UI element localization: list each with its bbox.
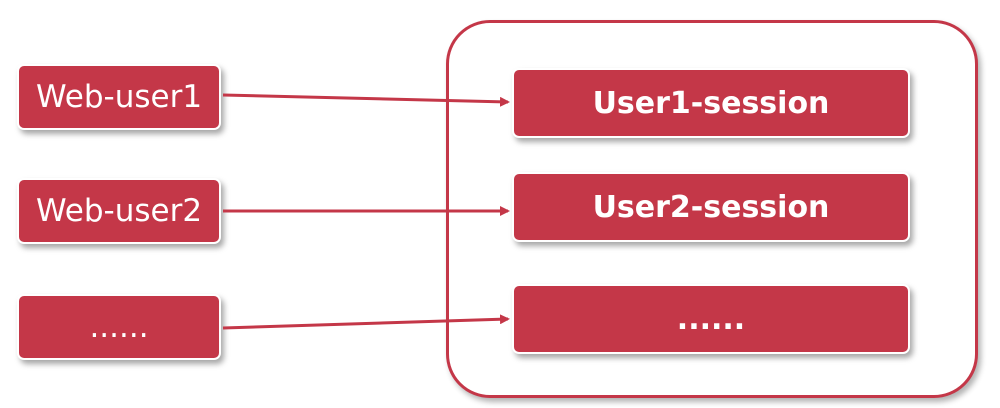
web-user-more-box: ...... bbox=[17, 294, 221, 360]
web-user2-label: Web-user2 bbox=[35, 193, 203, 229]
session-more-box: ...... bbox=[512, 284, 910, 354]
arrow-user1-to-session1 bbox=[222, 93, 510, 107]
user2-session-label: User2-session bbox=[592, 189, 830, 225]
web-user1-box: Web-user1 bbox=[17, 64, 221, 130]
session-more-label: ...... bbox=[676, 301, 746, 337]
user2-session-box: User2-session bbox=[512, 172, 910, 242]
user1-session-label: User1-session bbox=[592, 85, 830, 121]
web-user-more-label: ...... bbox=[89, 309, 149, 345]
web-user1-label: Web-user1 bbox=[35, 79, 203, 115]
user1-session-box: User1-session bbox=[512, 68, 910, 138]
arrow-more-to-session-more bbox=[222, 314, 510, 330]
web-user2-box: Web-user2 bbox=[17, 178, 221, 244]
